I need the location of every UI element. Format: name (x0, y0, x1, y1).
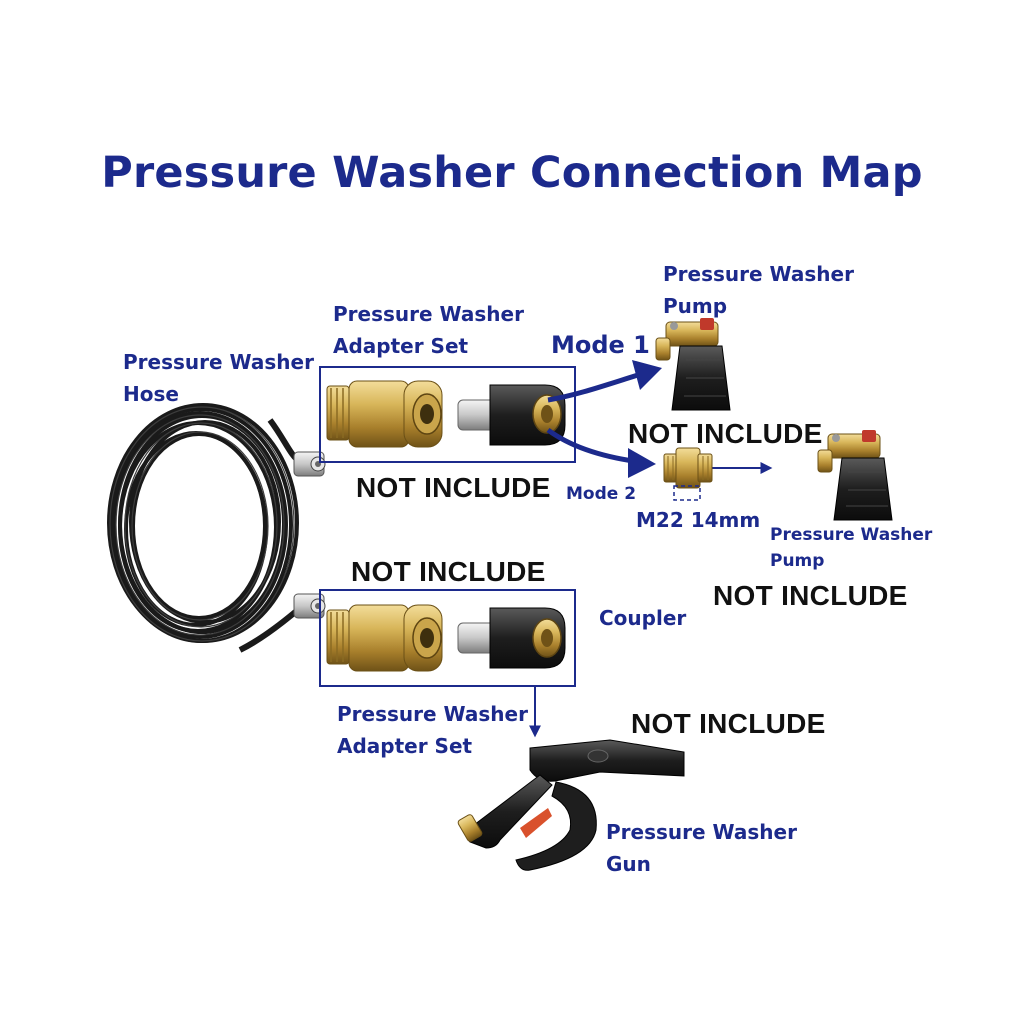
not-include-note-adapter-top: NOT INCLUDE (356, 472, 551, 503)
spray-gun-icon (457, 739, 685, 871)
gun-label-line1: Pressure Washer (606, 820, 797, 844)
not-include-note-m22-adapter: NOT INCLUDE (628, 418, 823, 449)
adapter-set-bottom-label: Pressure Washer Adapter Set (337, 698, 528, 762)
adapter-set-top-label-line1: Pressure Washer (333, 302, 524, 326)
adapter-set-bottom-label-line1: Pressure Washer (337, 702, 528, 726)
hose-label-line1: Pressure Washer (123, 350, 314, 374)
adapter-set-bottom-frame (319, 589, 576, 687)
mode1-arrow (547, 360, 662, 403)
pump-top-label-line1: Pressure Washer (663, 262, 854, 286)
pump-right-label-line2: Pump (770, 551, 825, 571)
pump-right-icon (817, 430, 893, 521)
pump-top-label: Pressure Washer Pump (663, 258, 854, 322)
hose-label: Pressure Washer Hose (123, 346, 314, 410)
hose-label-line2: Hose (123, 382, 179, 406)
mode2-arrow (546, 427, 656, 478)
m22-adapter-icon (663, 447, 713, 501)
thread-size-label: M22 14mm (636, 508, 761, 532)
mode2-label: Mode 2 (566, 484, 637, 504)
adapter-set-bottom-label-line2: Adapter Set (337, 734, 473, 758)
adapter-set-top-label: Pressure Washer Adapter Set (333, 298, 524, 362)
pump-right-label-line1: Pressure Washer (770, 525, 933, 545)
mode1-label: Mode 1 (551, 331, 650, 359)
adapter-set-top-frame (319, 366, 576, 463)
not-include-note-adapter-bottom: NOT INCLUDE (351, 556, 546, 587)
not-include-note-gun: NOT INCLUDE (631, 708, 826, 739)
pump-top-label-line2: Pump (663, 294, 728, 318)
m22-coupler-icon (457, 384, 566, 446)
quick-connect-plug-icon (326, 380, 443, 448)
hose-coil-icon (107, 403, 326, 653)
m22-coupler-icon (457, 607, 566, 669)
adapter-set-top-label-line2: Adapter Set (333, 334, 469, 358)
coupler-label: Coupler (599, 606, 687, 630)
gun-label: Pressure Washer Gun (606, 816, 797, 880)
page-title: Pressure Washer Connection Map (101, 148, 923, 198)
gun-label-line2: Gun (606, 852, 651, 876)
not-include-note-pump-right: NOT INCLUDE (713, 580, 908, 611)
quick-connect-plug-icon (326, 604, 443, 672)
pump-top-icon (655, 318, 731, 411)
pump-right-label: Pressure Washer Pump (770, 522, 932, 574)
